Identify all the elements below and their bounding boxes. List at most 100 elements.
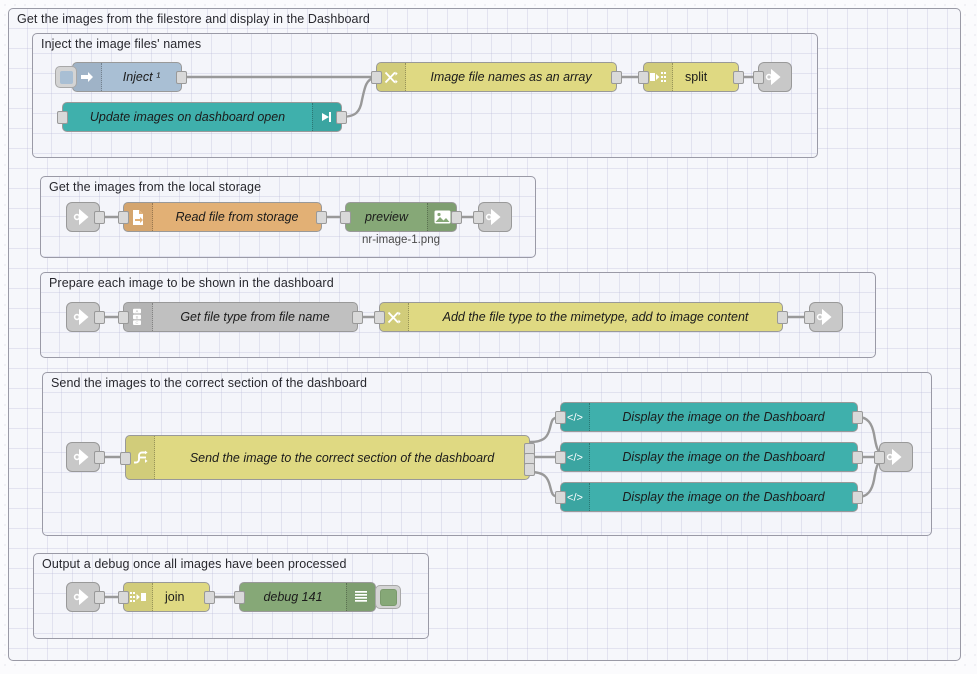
- link-in-icon: [73, 448, 89, 466]
- group-grid: [33, 34, 817, 157]
- output-port[interactable]: [94, 451, 105, 464]
- group-outer-label: Get the images from the filestore and di…: [17, 12, 370, 26]
- link-out-icon: [765, 68, 781, 86]
- node-debug[interactable]: debug 141: [234, 582, 401, 612]
- output-port[interactable]: [316, 211, 327, 224]
- node-split-label: split: [685, 70, 708, 84]
- node-update-images[interactable]: Update images on dashboard open: [57, 102, 347, 132]
- output-port[interactable]: [611, 71, 622, 84]
- input-port[interactable]: [555, 411, 566, 424]
- output-port[interactable]: [94, 591, 105, 604]
- output-port[interactable]: [451, 211, 462, 224]
- output-port[interactable]: [852, 491, 863, 504]
- node-preview-label: preview: [364, 210, 409, 224]
- node-join[interactable]: join: [118, 582, 215, 612]
- input-port[interactable]: [118, 311, 129, 324]
- input-port[interactable]: [804, 311, 815, 324]
- node-image-file-names-label: Image file names as an array: [430, 70, 592, 84]
- debug-lines-icon: [346, 583, 375, 611]
- group-prepare-label: Prepare each image to be shown in the da…: [49, 276, 334, 290]
- output-port[interactable]: [336, 111, 347, 124]
- function-icon: [380, 303, 409, 331]
- code-icon: </>: [561, 483, 590, 511]
- node-display-3[interactable]: </> Display the image on the Dashboard: [555, 482, 863, 512]
- output-port[interactable]: [852, 411, 863, 424]
- node-preview[interactable]: preview: [340, 202, 462, 232]
- link-in-icon: [73, 208, 89, 226]
- output-port[interactable]: [176, 71, 187, 84]
- input-port[interactable]: [555, 491, 566, 504]
- node-send-to-section-label: Send the image to the correct section of…: [189, 450, 495, 465]
- node-preview-sublabel: nr-image-1.png: [362, 234, 440, 246]
- output-port[interactable]: [733, 71, 744, 84]
- svg-text:C: C: [136, 320, 139, 325]
- link-out-node-storage[interactable]: [473, 202, 512, 232]
- svg-text:</>: </>: [567, 492, 583, 504]
- output-port[interactable]: [94, 311, 105, 324]
- node-debug-label: debug 141: [263, 590, 323, 604]
- link-in-node-send[interactable]: [66, 442, 105, 472]
- input-port[interactable]: [555, 451, 566, 464]
- input-port[interactable]: [374, 311, 385, 324]
- output-port[interactable]: [204, 591, 215, 604]
- input-port[interactable]: [371, 71, 382, 84]
- link-out-icon: [886, 448, 902, 466]
- node-split[interactable]: split: [638, 62, 744, 92]
- input-port[interactable]: [118, 591, 129, 604]
- input-port[interactable]: [57, 111, 68, 124]
- input-port[interactable]: [340, 211, 351, 224]
- link-out-node-prepare[interactable]: [804, 302, 843, 332]
- debug-toggle-swatch: [379, 588, 397, 606]
- group-debug-label: Output a debug once all images have been…: [42, 557, 347, 571]
- input-port[interactable]: [120, 451, 131, 465]
- node-join-label: join: [165, 590, 185, 604]
- group-inject-label: Inject the image files' names: [41, 37, 202, 51]
- link-out-node-send[interactable]: [874, 442, 913, 472]
- output-port[interactable]: [94, 211, 105, 224]
- link-in-node-storage[interactable]: [66, 202, 105, 232]
- node-image-file-names[interactable]: Image file names as an array: [371, 62, 622, 92]
- link-in-node-debug[interactable]: [66, 582, 105, 612]
- inject-arrow-icon: [73, 63, 102, 91]
- link-in-icon: [73, 588, 89, 606]
- output-port-3[interactable]: [524, 463, 535, 476]
- input-port[interactable]: [473, 211, 484, 224]
- output-port[interactable]: [777, 311, 788, 324]
- group-send-label: Send the images to the correct section o…: [51, 376, 368, 390]
- link-in-node-prepare[interactable]: [66, 302, 105, 332]
- node-display-2[interactable]: </> Display the image on the Dashboard: [555, 442, 863, 472]
- node-get-file-type[interactable]: A B C Get file type from file name: [118, 302, 363, 332]
- output-port[interactable]: [352, 311, 363, 324]
- input-port[interactable]: [638, 71, 649, 84]
- link-out-node-top[interactable]: [753, 62, 792, 92]
- input-port[interactable]: [874, 451, 885, 464]
- node-inject[interactable]: Inject ¹: [55, 62, 187, 92]
- node-read-file[interactable]: Read file from storage: [118, 202, 327, 232]
- svg-text:A: A: [136, 309, 139, 314]
- svg-text:B: B: [136, 314, 139, 319]
- node-add-mimetype-label: Add the file type to the mimetype, add t…: [442, 310, 749, 324]
- link-out-icon: [816, 308, 832, 326]
- node-get-file-type-label: Get file type from file name: [180, 310, 330, 324]
- svg-text:</>: </>: [567, 412, 583, 424]
- node-update-images-label: Update images on dashboard open: [89, 110, 286, 124]
- node-display-2-label: Display the image on the Dashboard: [622, 450, 825, 464]
- link-in-icon: [73, 308, 89, 326]
- group-inject[interactable]: Inject the image files' names: [32, 33, 818, 158]
- node-display-1[interactable]: </> Display the image on the Dashboard: [555, 402, 863, 432]
- input-port[interactable]: [118, 211, 129, 224]
- output-port[interactable]: [852, 451, 863, 464]
- input-port[interactable]: [234, 591, 245, 604]
- input-port[interactable]: [753, 71, 764, 84]
- link-out-icon: [485, 208, 501, 226]
- svg-text:</>: </>: [567, 452, 583, 464]
- node-display-3-label: Display the image on the Dashboard: [622, 490, 825, 504]
- debug-toggle-button[interactable]: [375, 585, 401, 609]
- node-read-file-label: Read file from storage: [175, 210, 299, 224]
- group-storage-label: Get the images from the local storage: [49, 180, 262, 194]
- node-send-to-section[interactable]: Send the image to the correct section of…: [120, 435, 535, 480]
- node-add-mimetype[interactable]: Add the file type to the mimetype, add t…: [374, 302, 788, 332]
- inject-trigger-button[interactable]: [55, 66, 77, 88]
- node-display-1-label: Display the image on the Dashboard: [622, 410, 825, 424]
